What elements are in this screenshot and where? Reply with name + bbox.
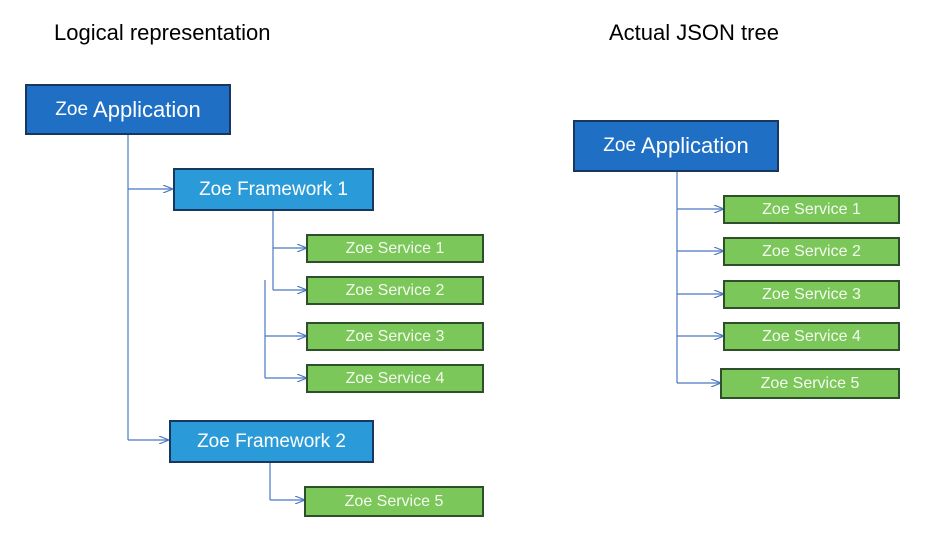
logical-application-prefix: Zoe — [55, 98, 89, 120]
logical-service-4-node: Zoe Service 4 — [306, 364, 484, 393]
logical-service-1-node: Zoe Service 1 — [306, 234, 484, 263]
framework-1-node: Zoe Framework 1 — [173, 168, 374, 211]
actual-application-node: Zoe Application — [573, 120, 779, 172]
actual-service-5-node: Zoe Service 5 — [720, 368, 900, 399]
actual-application-prefix: Zoe — [603, 135, 637, 156]
actual-service-2-node: Zoe Service 2 — [723, 237, 900, 266]
logical-application-node: Zoe Application — [25, 84, 231, 135]
actual-service-1-node: Zoe Service 1 — [723, 195, 900, 224]
actual-service-4-node: Zoe Service 4 — [723, 322, 900, 351]
actual-service-3-node: Zoe Service 3 — [723, 280, 900, 309]
logical-service-2-node: Zoe Service 2 — [306, 276, 484, 305]
logical-service-3-node: Zoe Service 3 — [306, 322, 484, 351]
logical-application-label: Application — [93, 96, 201, 122]
logical-service-5-node: Zoe Service 5 — [304, 486, 484, 517]
heading-actual-json-tree: Actual JSON tree — [609, 20, 779, 45]
heading-logical-representation: Logical representation — [54, 20, 271, 45]
actual-application-label: Application — [641, 133, 749, 158]
framework-2-node: Zoe Framework 2 — [169, 420, 374, 463]
